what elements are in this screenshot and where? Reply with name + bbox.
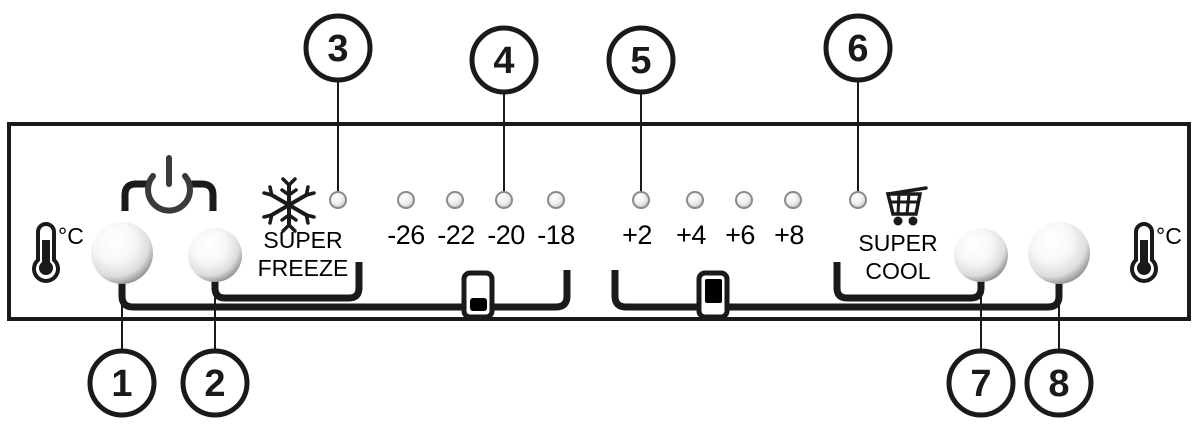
callout-8-number: 8 [1048,363,1069,405]
callout-8[interactable]: 8 [1024,348,1094,418]
fridge-temp-labels: +2 +4 +6 +8 [622,220,804,250]
callout-2-number: 2 [204,363,225,405]
led-minus-20[interactable] [495,191,513,209]
slider-indicator-freezer[interactable] [461,270,495,320]
callout-2[interactable]: 2 [180,348,250,418]
temp-label-minus-22: -22 [437,220,475,250]
super-freeze-label-line2: FREEZE [258,255,349,281]
freezer-temp-button-left[interactable] [91,222,153,284]
bracket-button1-to-freezer-scale [118,262,571,311]
led-minus-18[interactable] [547,191,565,209]
fridge-temp-button-right[interactable] [1028,222,1090,284]
panel-border [7,122,1191,321]
callout-6-number: 6 [847,28,868,70]
callout-4-number: 4 [493,40,514,82]
temp-label-minus-18: -18 [537,220,575,250]
super-cool-label-line1: SUPER [858,230,937,256]
temp-label-plus-6: +6 [725,220,755,250]
button-group [91,222,1090,284]
freezer-temp-labels: -26 -22 -20 -18 [387,220,575,250]
bracket-button2-to-super-freeze [211,262,363,302]
temp-label-plus-8: +8 [774,220,804,250]
callout-3-number: 3 [327,28,348,70]
power-bracket [121,180,217,211]
temp-label-minus-26: -26 [387,220,425,250]
led-plus-6[interactable] [735,191,753,209]
callout-leader-lines-top [337,72,859,196]
led-minus-26[interactable] [397,191,415,209]
snowflake-icon [262,177,316,233]
slider-indicator-fridge[interactable] [696,270,730,320]
callout-7-number: 7 [970,363,991,405]
celsius-label-left: °C [58,223,84,249]
freezer-temp-button-right[interactable] [188,228,242,282]
callout-group: 1 2 3 4 5 6 7 [87,13,1094,418]
slider-fill-fridge [705,279,722,303]
callout-4[interactable]: 4 [469,25,539,95]
callout-7[interactable]: 7 [946,348,1016,418]
callout-5-number: 5 [630,40,651,82]
callout-3[interactable]: 3 [303,13,373,83]
shopping-cart-icon [885,186,928,226]
led-super-cool[interactable] [849,191,867,209]
slider-fill-freezer [470,298,487,311]
fridge-temp-button-left[interactable] [954,228,1008,282]
bracket-button8-to-fridge-scale [611,262,1063,311]
super-freeze-label-line1: SUPER [263,227,342,253]
celsius-label-right: °C [1156,223,1182,249]
led-group [329,191,867,209]
temp-label-minus-20: -20 [487,220,525,250]
led-super-freeze[interactable] [329,191,347,209]
thermometer-icon-right [1130,222,1158,283]
callout-1[interactable]: 1 [87,348,157,418]
power-icon [145,155,193,214]
thermometer-icon-left [32,222,60,283]
led-plus-2[interactable] [632,191,650,209]
callout-6[interactable]: 6 [823,13,893,83]
led-plus-8[interactable] [784,191,802,209]
callout-1-number: 1 [111,363,132,405]
callout-5[interactable]: 5 [606,25,676,95]
temp-label-plus-2: +2 [622,220,652,250]
bracket-button7-to-super-cool [833,262,985,302]
temp-label-plus-4: +4 [676,220,706,250]
led-plus-4[interactable] [686,191,704,209]
super-cool-label-line2: COOL [865,258,930,284]
led-minus-22[interactable] [446,191,464,209]
